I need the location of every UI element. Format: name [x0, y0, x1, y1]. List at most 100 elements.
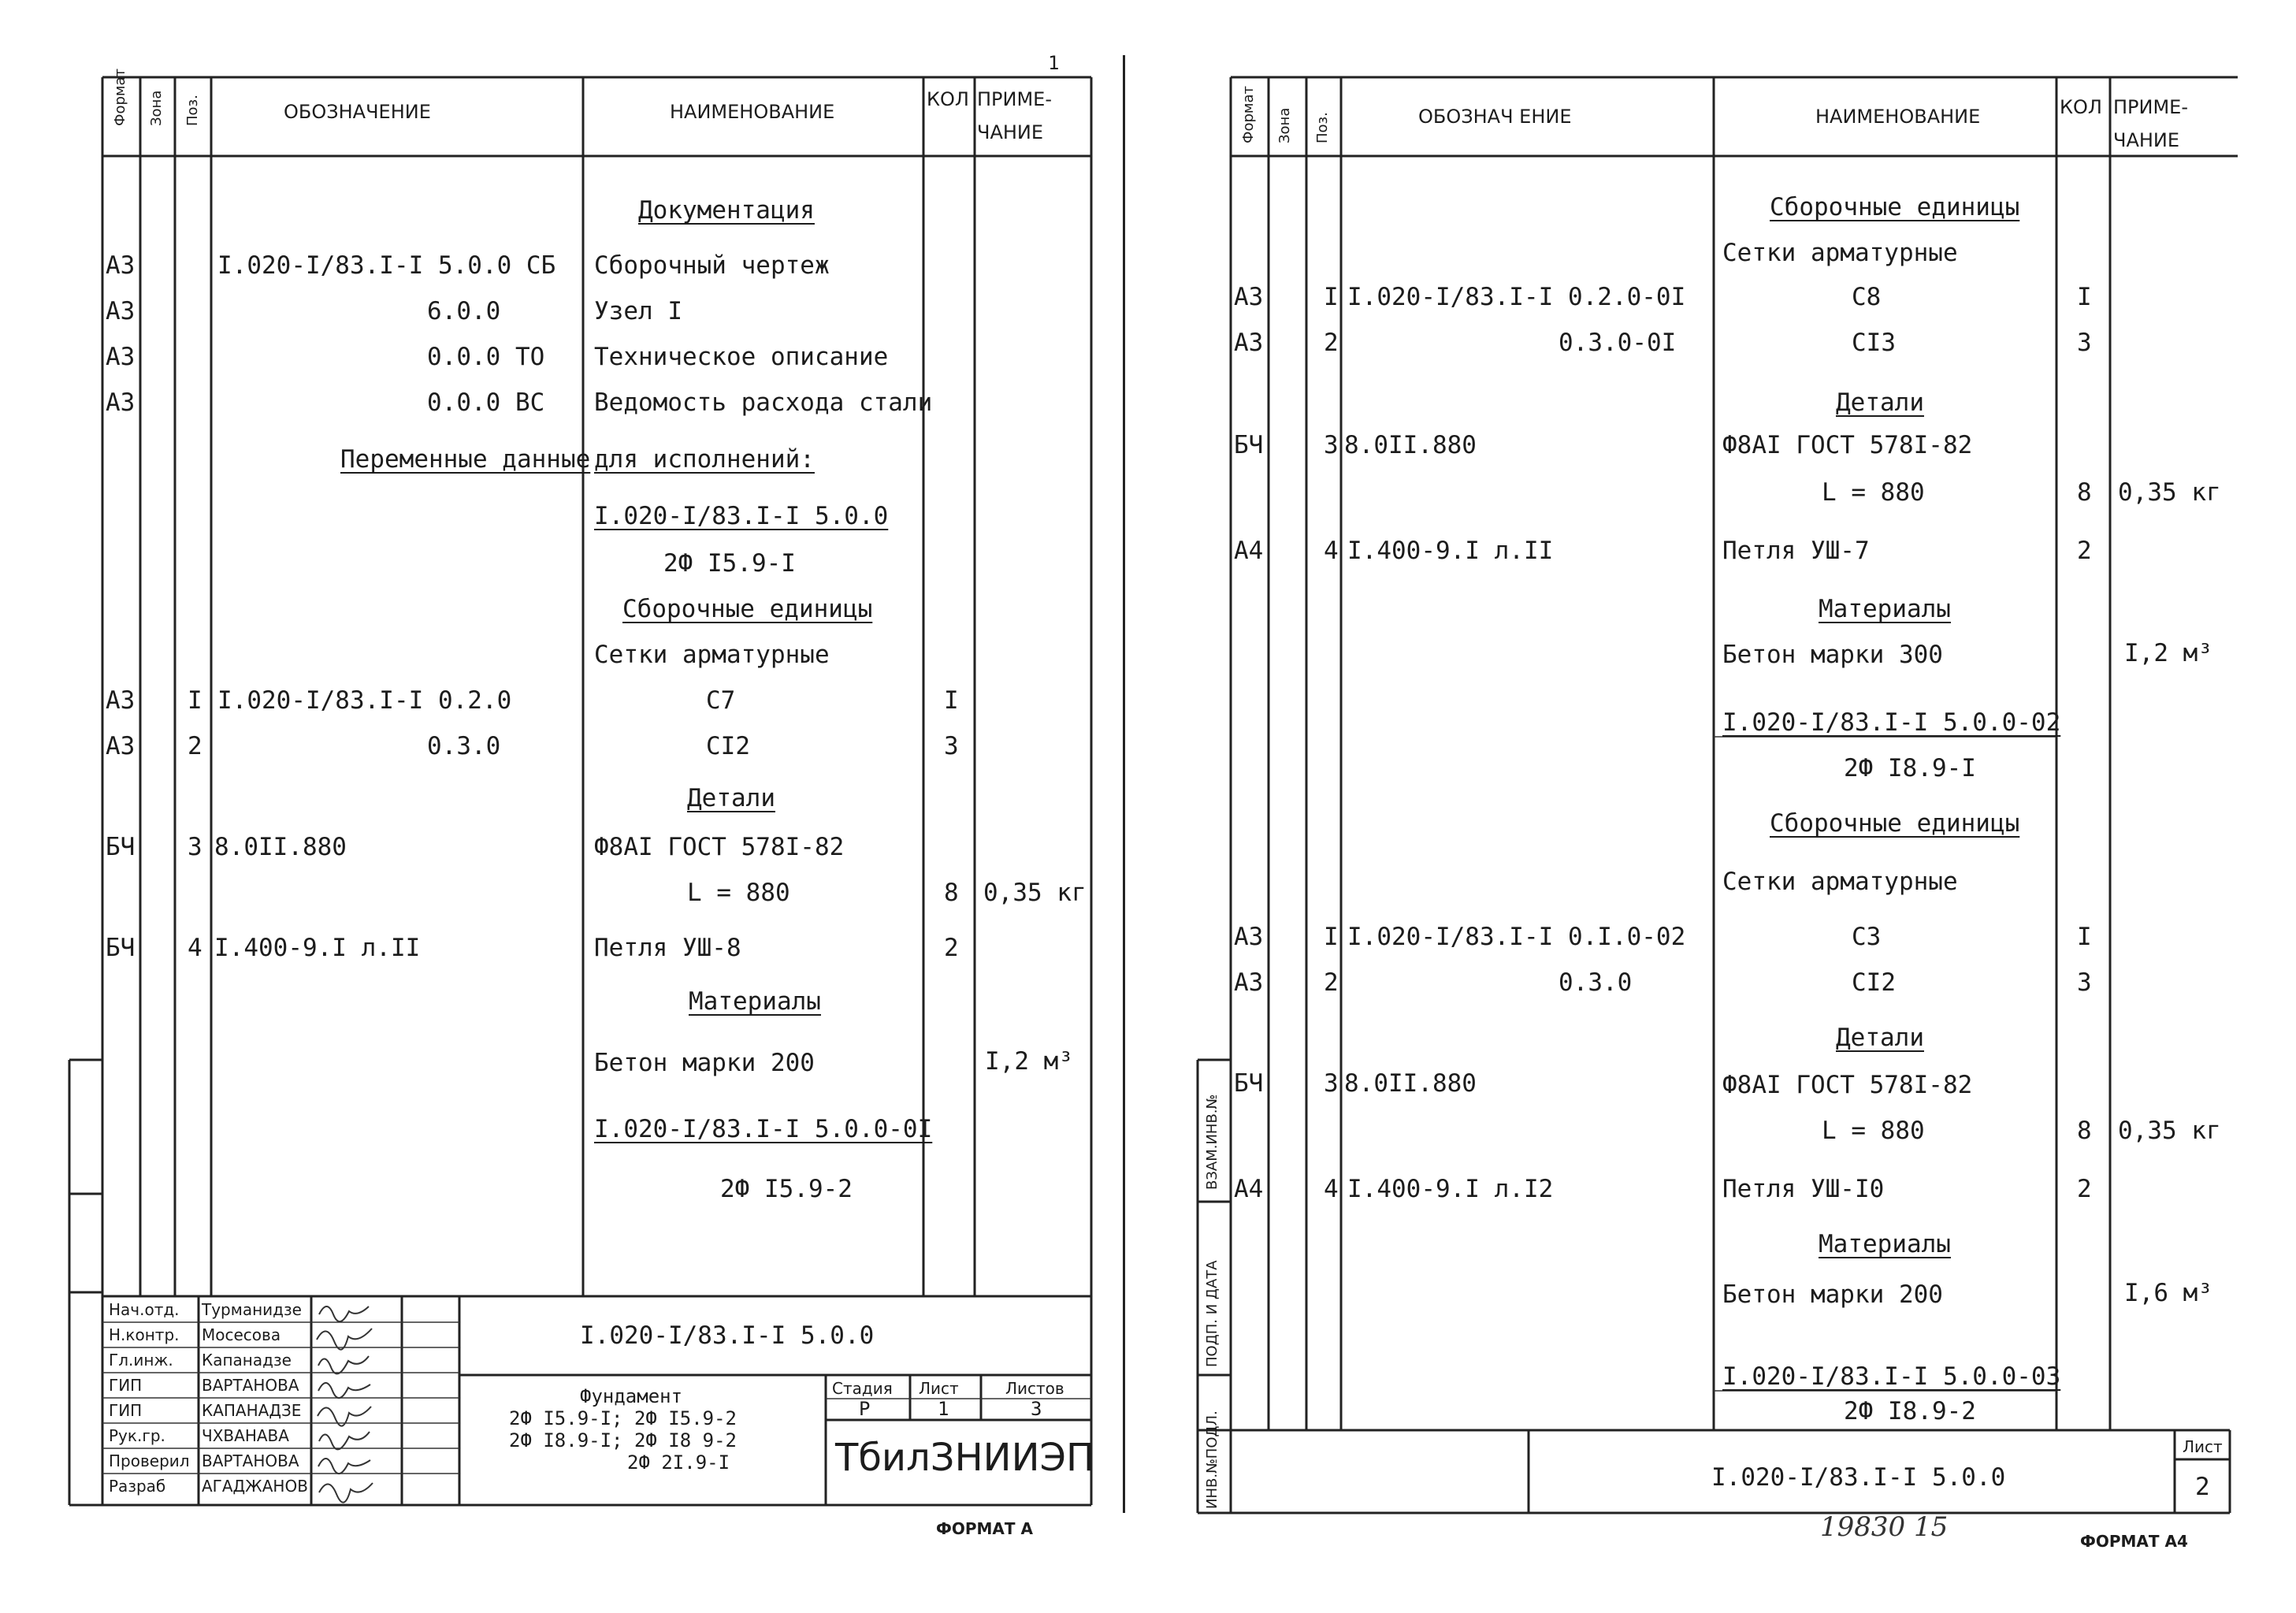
row-designation: I.020-I/83.I-I 0.2.0-0I: [1347, 283, 1686, 311]
stamp-role: Нач.отд.: [109, 1300, 180, 1319]
right-sheet: Формат Зона Поз. ОБОЗНАЧ ЕНИЕ НАИМЕНОВАН…: [1158, 0, 2296, 1613]
row-name: С7: [706, 686, 736, 715]
stamp-person: Мосесова: [202, 1325, 281, 1344]
row-format: А4: [1234, 537, 1264, 565]
row-quantity: 3: [2077, 329, 2092, 357]
row-note: I,2 м³: [2124, 639, 2212, 667]
stamp-sheet-label: Лист: [2183, 1437, 2223, 1456]
section-materials: Материалы: [689, 987, 821, 1016]
stamp-sheet: 1: [938, 1398, 949, 1420]
variable-data-label-cont: для исполнений:: [594, 445, 815, 474]
row-name: Бетон марки 200: [1722, 1280, 1943, 1309]
row-name: Петля УШ-8: [594, 934, 741, 962]
stamp-role: Проверил: [109, 1451, 190, 1470]
stamp-person: ВАРТАНОВА: [202, 1451, 299, 1470]
format-label: ФОРМАТ А: [936, 1519, 1033, 1538]
variant-mark: 2Ф I5.9-2: [720, 1175, 853, 1203]
row-designation: 8.0II.880: [1344, 431, 1477, 459]
row-position: 4: [1324, 1175, 1339, 1203]
row-format: А3: [1234, 968, 1264, 997]
row-format: А3: [106, 732, 136, 760]
stamp-title-line: 2Ф I8.9-I; 2Ф I8 9-2: [509, 1429, 737, 1451]
row-position: 3: [1324, 431, 1339, 459]
header-note-2: ЧАНИЕ: [977, 121, 1044, 143]
section-parts: Детали: [1836, 1024, 1924, 1052]
stamp-role: Гл.инж.: [109, 1351, 173, 1370]
section-assembly-units: Сборочные единицы: [1770, 809, 2020, 838]
row-position: 4: [1324, 537, 1339, 565]
row-quantity: 8: [2077, 478, 2092, 507]
row-designation: 6.0.0: [427, 297, 501, 325]
row-designation: 0.0.0 ТО: [427, 343, 545, 371]
stamp-organization: ТбилЗНИИЭП: [835, 1436, 1095, 1480]
row-name: Ф8АI ГОСТ 578I-82: [594, 833, 845, 861]
header-zone: Зона: [148, 90, 165, 126]
stamp-title-line: 2Ф 2I.9-I: [627, 1451, 730, 1474]
row-format: А3: [106, 343, 136, 371]
stamp-sheet-label: Лист: [919, 1379, 959, 1398]
stamp-role: Рук.гр.: [109, 1426, 165, 1445]
row-designation: 0.3.0-0I: [1559, 329, 1677, 357]
row-format: БЧ: [1234, 1069, 1264, 1098]
row-position: I: [188, 686, 202, 715]
stamp-sheets: 3: [1031, 1398, 1042, 1420]
header-designation: ОБОЗНАЧЕНИЕ: [284, 101, 431, 123]
row-position: 2: [1324, 968, 1339, 997]
stamp-person: КАПАНАДЗЕ: [202, 1401, 302, 1420]
row-name: L = 880: [1822, 478, 1925, 507]
signatures: [316, 1306, 373, 1503]
format-label: ФОРМАТ А4: [2080, 1532, 2188, 1551]
row-designation: I.400-9.I л.II: [1347, 537, 1554, 565]
row-format: БЧ: [106, 833, 136, 861]
stamp-document-code: I.020-I/83.I-I 5.0.0: [580, 1321, 875, 1350]
row-designation: I.020-I/83.I-I 0.I.0-02: [1347, 923, 1686, 951]
row-name: Сетки арматурные: [1722, 239, 1958, 267]
row-position: 4: [188, 934, 202, 962]
row-name: СI2: [1852, 968, 1896, 997]
row-name: С3: [1852, 923, 1882, 951]
header-note-1: ПРИМЕ-: [977, 88, 1053, 110]
header-quantity: КОЛ: [2060, 96, 2102, 118]
row-quantity: I: [2077, 923, 2092, 951]
row-designation: I.020-I/83.I-I 0.2.0: [217, 686, 512, 715]
row-format: А3: [106, 388, 136, 417]
row-quantity: I: [944, 686, 959, 715]
header-format: Формат: [112, 68, 128, 126]
row-format: БЧ: [106, 934, 136, 962]
row-name: L = 880: [687, 879, 790, 907]
right-sheet-grid: [1196, 76, 2238, 1515]
row-quantity: 2: [2077, 1175, 2092, 1203]
header-note-1: ПРИМЕ-: [2113, 96, 2189, 118]
stamp-person: ЧХВАНАВА: [202, 1426, 289, 1445]
sheet-divider: [1123, 55, 1125, 1513]
variant-mark: 2Ф I5.9-I: [663, 549, 796, 578]
row-position: 2: [1324, 329, 1339, 357]
variant-code: I.020-I/83.I-I 5.0.0-02: [1722, 708, 2061, 737]
variant-mark: 2Ф I8.9-2: [1844, 1397, 1976, 1425]
variant-code: I.020-I/83.I-I 5.0.0-03: [1722, 1362, 2061, 1391]
row-name: Бетон марки 200: [594, 1049, 815, 1077]
row-designation: 8.0II.880: [214, 833, 347, 861]
stamp-person: ВАРТАНОВА: [202, 1376, 299, 1395]
row-name: С8: [1852, 283, 1882, 311]
top-page-mark: 1: [1048, 52, 1060, 74]
row-designation: I.020-I/83.I-I 5.0.0 СБ: [217, 251, 556, 280]
row-name: Сборочный чертеж: [594, 251, 830, 280]
row-format: БЧ: [1234, 431, 1264, 459]
row-note: 0,35 кг: [983, 879, 1087, 907]
variable-data-label: Переменные данные: [340, 445, 591, 474]
row-format: А3: [106, 251, 136, 280]
row-format: А3: [1234, 283, 1264, 311]
header-position: Поз.: [1314, 112, 1331, 143]
row-quantity: 2: [944, 934, 959, 962]
left-sheet: 1 Формат Зона Поз. ОБОЗНАЧЕНИЕ НАИМЕНОВА…: [0, 0, 1135, 1613]
side-label-replaced-inventory: ВЗАМ.ИНВ.№: [1204, 1094, 1220, 1190]
stamp-role: ГИП: [109, 1401, 143, 1420]
row-name: Техническое описание: [594, 343, 889, 371]
stamp-role: ГИП: [109, 1376, 143, 1395]
handwritten-number: 19830 15: [1820, 1511, 1949, 1543]
row-position: I: [1324, 923, 1339, 951]
row-name: Ф8АI ГОСТ 578I-82: [1722, 431, 1973, 459]
row-format: А3: [106, 686, 136, 715]
row-position: I: [1324, 283, 1339, 311]
